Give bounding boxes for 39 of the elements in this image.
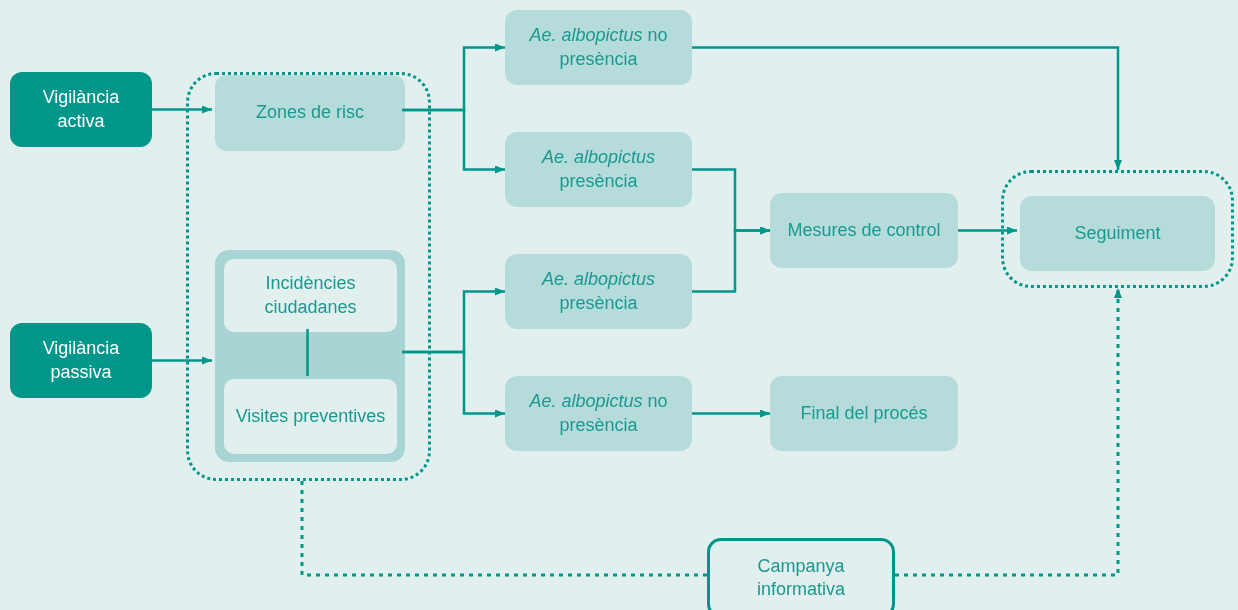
dotted-group-outline [186,72,431,481]
group-panel [215,250,405,462]
arrow [402,350,505,418]
arrow [958,226,1017,235]
process-box [707,538,895,610]
dotted-connector [300,481,707,577]
source-box [10,72,152,147]
node-label: Ae. albopictus no presència [528,24,669,71]
node-label: Visites preventives [235,404,386,428]
process-box [1020,196,1215,271]
node-label: Ae. albopictus presència [540,146,657,193]
arrow [692,46,1122,170]
arrow [152,356,212,365]
process-box [505,376,692,451]
node-label: Vigilància activa [41,86,121,133]
node-label: Ae. albopictus presència [540,268,657,315]
node-label: Seguiment [1074,221,1161,245]
arrow [152,105,212,114]
node-label: Incidències ciudadanes [263,272,358,319]
node-label: Vigilància passiva [41,337,121,384]
arrow [402,108,505,174]
dotted-connector [895,288,1122,577]
source-box [10,323,152,398]
node-label: Final del procés [800,401,928,425]
dotted-group-outline [1001,170,1234,288]
process-box [505,254,692,329]
process-box [224,259,397,332]
node-label: Mesures de control [787,218,941,242]
node-label: Zones de risc [255,101,364,125]
process-box [770,193,958,268]
process-box [505,132,692,207]
process-box [770,376,958,451]
node-label: Ae. albopictus no presència [528,390,669,437]
process-box [215,75,405,151]
arrow [692,226,770,293]
arrow [692,409,770,418]
process-box [505,10,692,85]
node-label: Campanya informativa [756,554,846,601]
process-box [224,379,397,454]
